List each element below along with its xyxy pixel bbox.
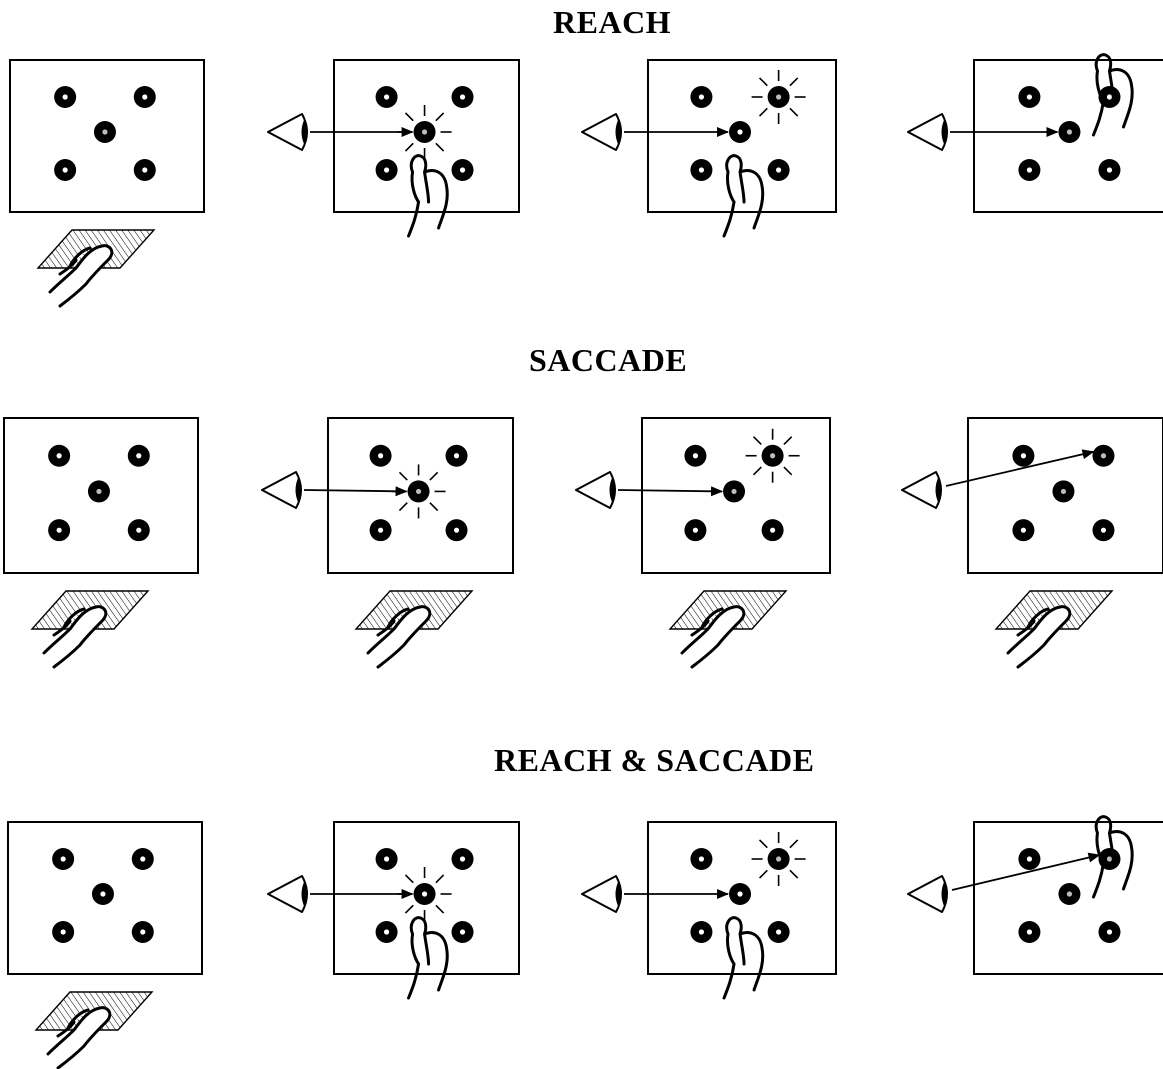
hand-on-pad-icon xyxy=(668,590,788,669)
panel-r2-c4 xyxy=(901,417,1163,669)
row-title-saccade: SACCADE xyxy=(529,342,688,378)
screen-frame xyxy=(7,821,203,975)
eye-icon xyxy=(581,875,622,913)
hand-on-pad-icon xyxy=(994,590,1114,669)
screen-frame xyxy=(333,821,520,975)
eye-icon xyxy=(267,875,308,913)
panel-r1-c3 xyxy=(581,59,837,238)
eye-icon xyxy=(907,113,948,151)
eye-icon xyxy=(907,875,948,913)
screen-frame xyxy=(327,417,514,574)
hand-pointer-icon xyxy=(722,154,765,238)
screen-frame xyxy=(3,417,199,574)
screen-frame xyxy=(967,417,1163,574)
panel-r2-c2 xyxy=(261,417,514,669)
panel-r1-c1 xyxy=(9,59,205,308)
hand-pointer-icon xyxy=(407,154,449,238)
screen-frame xyxy=(647,59,837,213)
row-title-reach-saccade: REACH & SACCADE xyxy=(494,742,815,778)
eye-icon xyxy=(575,471,616,509)
screen-frame xyxy=(333,59,520,213)
gaze-arrow xyxy=(951,852,1101,891)
panel-r3-c4 xyxy=(907,815,1163,975)
panel-r1-c4 xyxy=(907,53,1163,213)
flash-burst xyxy=(745,428,800,483)
gaze-arrow xyxy=(303,486,408,497)
hand-pointer-icon xyxy=(407,916,449,1000)
screen-frame xyxy=(9,59,205,213)
panel-r2-c1 xyxy=(3,417,199,669)
flash-burst xyxy=(751,832,806,886)
eye-icon xyxy=(267,113,308,151)
hand-pointer-icon xyxy=(722,916,765,1000)
panel-r1-c2 xyxy=(267,59,520,238)
screen-frame xyxy=(641,417,831,574)
hand-on-pad-icon xyxy=(30,590,150,669)
eye-icon xyxy=(581,113,622,151)
flash-burst xyxy=(397,867,452,921)
panel-r3-c1 xyxy=(7,821,203,1069)
screen-frame xyxy=(647,821,837,975)
hand-pointer-icon xyxy=(1091,815,1134,899)
panel-r2-c3 xyxy=(575,417,831,669)
gaze-arrow xyxy=(617,486,724,497)
hand-pointer-icon xyxy=(1091,53,1134,137)
hand-on-pad-icon xyxy=(34,991,154,1069)
gaze-arrow xyxy=(945,449,1095,487)
screen-frame xyxy=(973,59,1163,213)
screen-frame xyxy=(973,821,1163,975)
eye-icon xyxy=(901,471,942,509)
hand-on-pad-icon xyxy=(36,229,156,308)
hand-on-pad-icon xyxy=(354,590,474,669)
row-title-reach: REACH xyxy=(553,4,672,40)
panel-r3-c3 xyxy=(581,821,837,1000)
eye-icon xyxy=(261,471,302,509)
flash-burst xyxy=(751,70,806,124)
panel-r3-c2 xyxy=(267,821,520,1000)
